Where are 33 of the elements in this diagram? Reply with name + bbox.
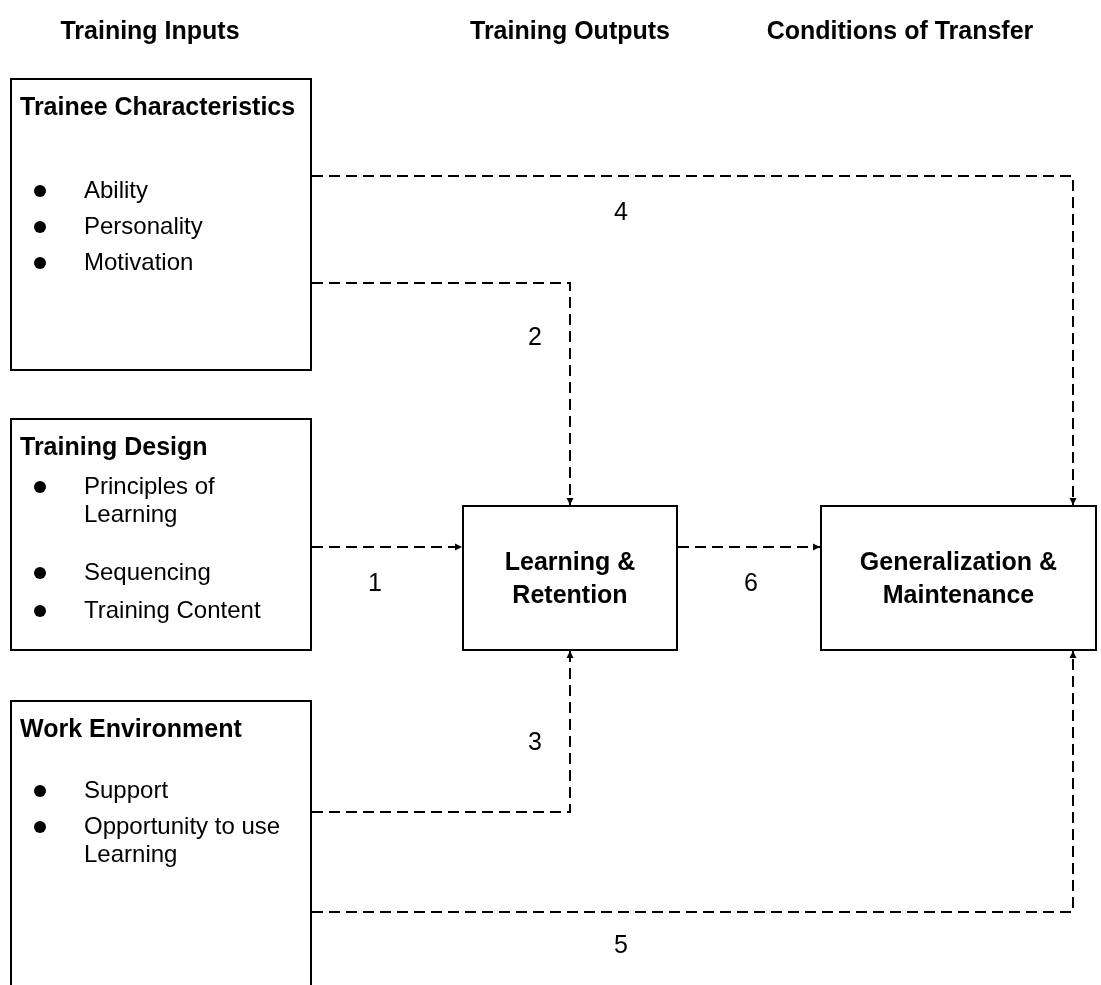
dashed-arrow	[311, 650, 574, 813]
category-box	[10, 78, 312, 371]
edge-label: 4	[614, 197, 628, 226]
category-box	[10, 700, 312, 985]
dashed-arrow	[311, 543, 463, 551]
edge-label: 3	[528, 727, 542, 756]
box-heading: Trainee Characteristics	[20, 92, 297, 121]
list-item: Personality	[84, 212, 204, 240]
list-item: Support	[84, 776, 170, 804]
box-label: Learning & Retention	[503, 546, 637, 610]
outcome-box	[820, 505, 1097, 651]
column-heading: Training Outputs	[469, 16, 671, 45]
list-item: Training Content	[84, 596, 262, 624]
outcome-box	[462, 505, 678, 651]
edge-label: 5	[614, 930, 628, 959]
dashed-arrow	[311, 282, 574, 506]
box-heading: Work Environment	[20, 714, 243, 743]
edge-label: 6	[744, 568, 758, 597]
list-item: Motivation	[84, 248, 195, 276]
box-heading: Training Design	[20, 432, 209, 461]
dashed-arrow	[677, 543, 821, 551]
edge-label: 1	[368, 568, 382, 597]
box-label: Generalization & Maintenance	[858, 546, 1059, 610]
list-item: Opportunity to use Learning	[84, 812, 282, 868]
dashed-arrow	[311, 650, 1077, 913]
category-box	[10, 418, 312, 651]
edge-label: 2	[528, 322, 542, 351]
dashed-arrow	[311, 175, 1077, 506]
column-heading: Conditions of Transfer	[765, 16, 1035, 45]
list-item: Sequencing	[84, 558, 212, 586]
list-item: Ability	[84, 176, 150, 204]
column-heading: Training Inputs	[59, 16, 241, 45]
list-item: Principles of Learning	[84, 472, 216, 528]
